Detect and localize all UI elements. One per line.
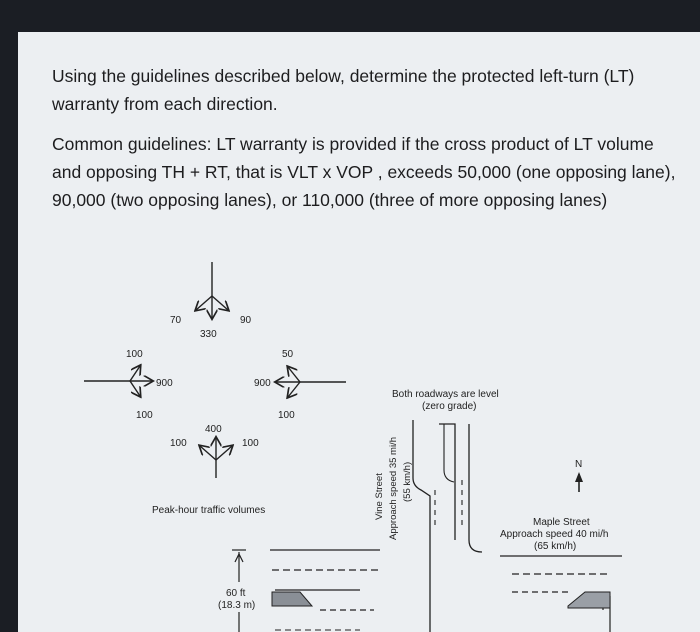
volume-north-th: 330 [200, 329, 217, 340]
volume-south-lt: 100 [170, 438, 187, 449]
dimension-line [232, 549, 246, 632]
problem-text: Using the guidelines described below, de… [52, 62, 682, 226]
vine-street-name: Vine Street [374, 473, 385, 520]
volume-east-lt: 100 [278, 410, 295, 421]
volume-west-th: 900 [156, 378, 173, 389]
volume-north-lt: 70 [170, 315, 182, 326]
west-approach-arrows [84, 366, 152, 396]
volume-west-rt: 100 [136, 410, 153, 421]
maple-street-name: Maple Street [533, 517, 590, 528]
dimension-feet: 60 ft [226, 588, 246, 599]
volume-east-th: 900 [254, 378, 271, 389]
vine-street-road [412, 420, 483, 632]
north-arrow-icon: N [575, 459, 583, 492]
turn-bay-taper-left [271, 591, 314, 607]
vine-street-speed: Approach speed 35 mi/h [388, 437, 399, 540]
problem-sheet: Using the guidelines described below, de… [18, 32, 700, 632]
level-note-line1: Both roadways are level [392, 389, 499, 400]
question-text: Using the guidelines described below, de… [52, 66, 635, 114]
north-approach-arrows [196, 262, 228, 318]
volume-west-lt: 100 [126, 349, 143, 360]
svg-text:N: N [575, 459, 582, 470]
dimension-meters: (18.3 m) [218, 600, 255, 611]
volume-south-th: 400 [205, 424, 222, 435]
volume-east-rt: 50 [282, 349, 294, 360]
guidelines-text: Common guidelines: LT warranty is provid… [52, 134, 676, 210]
volume-north-rt: 90 [240, 315, 252, 326]
maple-street-road [270, 549, 622, 632]
vine-street-speed-metric: (55 km/h) [402, 462, 413, 502]
level-note-line2: (zero grade) [422, 401, 476, 412]
diagram-caption: Peak-hour traffic volumes [152, 505, 265, 516]
south-approach-arrows [200, 438, 232, 478]
maple-street-speed: Approach speed 40 mi/h [500, 529, 608, 540]
volume-south-rt: 100 [242, 438, 259, 449]
maple-street-speed-metric: (65 km/h) [534, 541, 576, 552]
turn-bay-taper-right [567, 591, 611, 609]
east-approach-arrows [276, 367, 346, 397]
